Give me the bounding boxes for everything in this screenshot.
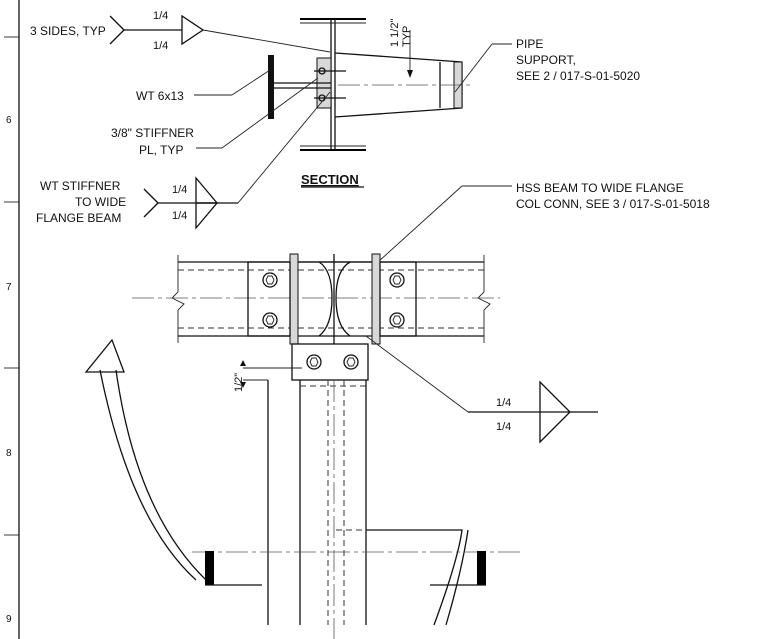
callout-wt-member: WT 6x13 <box>136 69 271 103</box>
zone-number-6: 6 <box>6 115 12 126</box>
pipe-support-line-1: PIPE <box>516 37 543 51</box>
stiffener-label-line-1: 3/8" STIFFNER <box>111 126 194 140</box>
section-title: SECTION <box>301 172 359 187</box>
callout-hss-connection: HSS BEAM TO WIDE FLANGE COL CONN, SEE 3 … <box>377 181 710 263</box>
dimension-gap: 1/2" <box>233 360 302 392</box>
zone-number-7: 7 <box>6 282 12 293</box>
weld-symbol-lower: 1/4 1/4 <box>365 335 598 444</box>
wt-stiffener-label-line-2: TO WIDE <box>75 195 126 209</box>
section-detail: SECTION <box>268 18 472 188</box>
wt-stiffener-size-bottom: 1/4 <box>172 210 187 222</box>
dimension-top-note: TYP <box>401 26 413 47</box>
three-sides-size-bottom: 1/4 <box>153 40 168 52</box>
wt-stiffener-label-line-3: FLANGE BEAM <box>36 211 121 225</box>
zone-number-9: 9 <box>6 614 12 625</box>
callout-pipe-support: PIPE SUPPORT, SEE 2 / 017-S-01-5020 <box>454 37 640 93</box>
sheet-border: 6 7 8 9 <box>4 0 20 639</box>
pipe-support-line-2: SUPPORT, <box>516 53 576 67</box>
zone-number-8: 8 <box>6 448 12 459</box>
lower-weld-size-bottom: 1/4 <box>496 421 511 433</box>
dimension-gap-value: 1/2" <box>233 373 245 392</box>
weld-symbol-wt-stiffener: WT STIFFNER TO WIDE FLANGE BEAM 1/4 1/4 <box>36 91 331 230</box>
wt-stiffener-size-top: 1/4 <box>172 184 187 196</box>
dimension-top: 1 1/2" TYP <box>389 19 413 78</box>
wt-stiffener-label-line-1: WT STIFFNER <box>40 179 121 193</box>
three-sides-size-top: 1/4 <box>153 10 168 22</box>
curved-arrow <box>84 338 207 581</box>
hss-conn-line-1: HSS BEAM TO WIDE FLANGE <box>516 181 684 195</box>
pipe-support-line-3: SEE 2 / 017-S-01-5020 <box>516 69 640 83</box>
wt-member-label: WT 6x13 <box>136 89 184 103</box>
lower-weld-size-top: 1/4 <box>496 397 511 409</box>
three-sides-label: 3 SIDES, TYP <box>30 24 106 38</box>
weld-symbol-three-sides: 3 SIDES, TYP 1/4 1/4 <box>30 10 331 53</box>
dimension-top-value: 1 1/2" <box>389 19 401 47</box>
stiffener-label-line-2: PL, TYP <box>139 143 183 157</box>
beam-column-elevation <box>132 253 520 639</box>
hss-conn-line-2: COL CONN, SEE 3 / 017-S-01-5018 <box>516 197 710 211</box>
callout-stiffener: 3/8" STIFFNER PL, TYP <box>111 77 319 157</box>
